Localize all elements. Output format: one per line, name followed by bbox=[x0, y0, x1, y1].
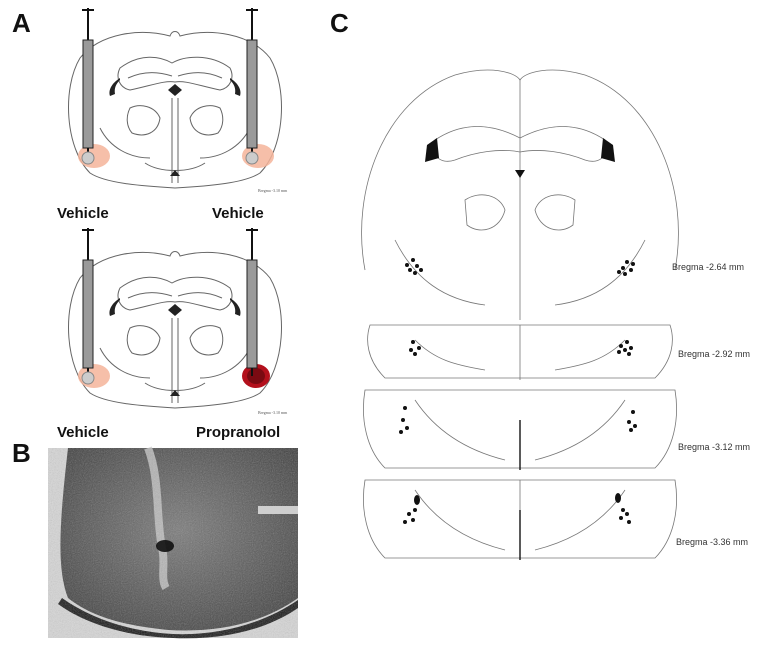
label-top-left: Vehicle bbox=[57, 205, 109, 222]
panel-a-bottom-diagram bbox=[60, 228, 290, 418]
label-top-right: Vehicle bbox=[212, 205, 264, 222]
panel-letter-a: A bbox=[12, 8, 31, 39]
histology-micrograph bbox=[48, 448, 298, 638]
bregma-label-1: Bregma -2.64 mm bbox=[672, 262, 744, 272]
cannula-right bbox=[246, 228, 258, 376]
panel-letter-c: C bbox=[330, 8, 349, 39]
label-bottom-left: Vehicle bbox=[57, 424, 109, 441]
cannula-right bbox=[246, 8, 258, 164]
bregma-label-3: Bregma -3.12 mm bbox=[678, 442, 750, 452]
panel-c-sections bbox=[355, 40, 675, 640]
panel-a-top-diagram bbox=[60, 8, 290, 198]
bregma-label-4: Bregma -3.36 mm bbox=[676, 537, 748, 547]
cannula-left bbox=[82, 228, 94, 384]
bregma-caption-top: Bregma -3.10 mm bbox=[258, 188, 287, 193]
cannula-left bbox=[82, 8, 94, 164]
label-bottom-right: Propranolol bbox=[196, 424, 280, 441]
section-bregma-2.64 bbox=[362, 70, 679, 320]
panel-letter-b: B bbox=[12, 438, 31, 469]
placement-dots bbox=[399, 258, 637, 524]
section-bregma-2.92 bbox=[368, 325, 673, 380]
bregma-label-2: Bregma -2.92 mm bbox=[678, 349, 750, 359]
bregma-caption-bottom: Bregma -3.10 mm bbox=[258, 410, 287, 415]
